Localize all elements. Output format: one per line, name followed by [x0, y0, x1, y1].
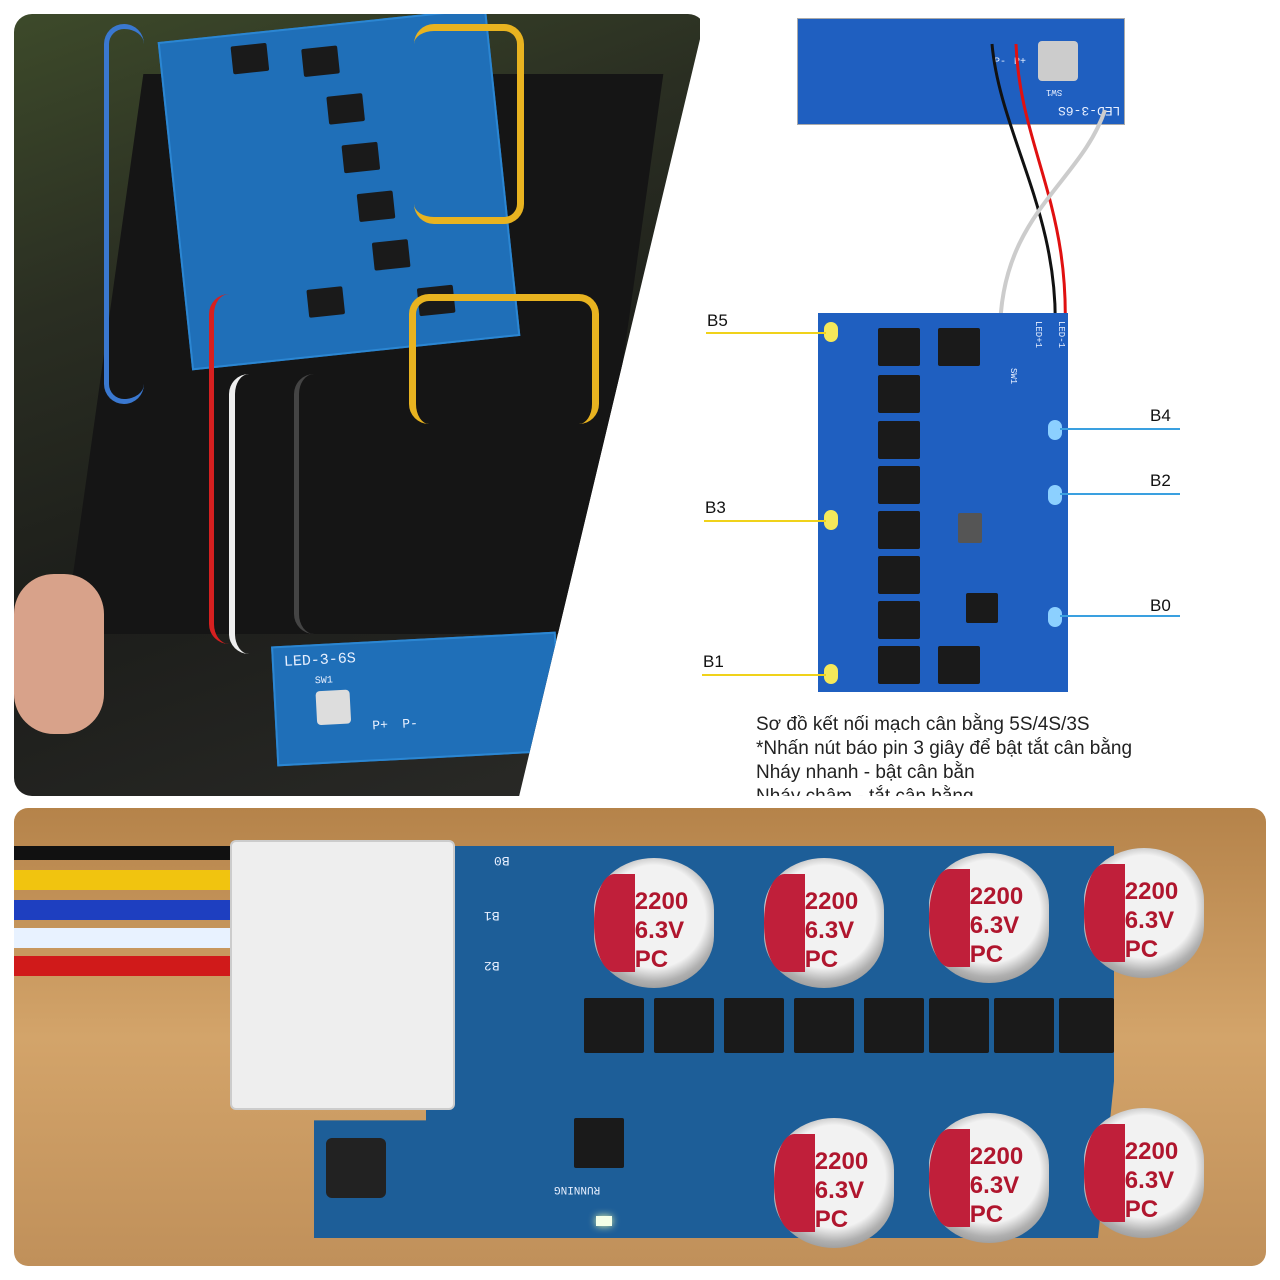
pin-label: B2 [484, 958, 500, 973]
diagram-led-board: SW1 LED-3-6S P- P+ [797, 18, 1125, 125]
pad-label: P- [994, 57, 1007, 68]
yellow-wire [414, 24, 524, 224]
pad-label: P- [401, 715, 419, 732]
pad-label: LED+1 [1033, 321, 1043, 349]
pad-label: P+ [1014, 57, 1027, 68]
yellow-wire [409, 294, 599, 424]
diagram-notes: Sơ đồ kết nối mạch cân bằng 5S/4S/3S *Nh… [700, 700, 1266, 796]
finger [14, 574, 104, 734]
label-b3: B3 [705, 498, 726, 517]
blue-wire [104, 24, 144, 404]
label-b4: B4 [1150, 406, 1171, 425]
running-led [596, 1216, 612, 1226]
pin-label: B0 [494, 853, 510, 868]
black-wire [294, 374, 354, 634]
diagram-main-board: LED+1 LED-1 SW1 [818, 313, 1068, 692]
running-label: RUNNING [554, 1183, 601, 1195]
photo-installed-balancer: LED-3-6S SW1 P+ P- [14, 14, 706, 796]
led-indicator-board: LED-3-6S SW1 P+ P- [271, 631, 562, 767]
pad-label: P+ [371, 717, 389, 734]
board-label: LED-3-6S [283, 650, 357, 671]
pin-label: B1 [484, 908, 500, 923]
button-label: SW1 [314, 675, 334, 688]
note-line: Sơ đồ kết nối mạch cân bằng 5S/4S/3S [756, 714, 1090, 735]
wiring-diagram: SW1 LED-3-6S P- P+ LED+1 LED-1 SW1 B5 B3… [700, 14, 1266, 796]
push-button [326, 1138, 386, 1198]
pad-label: LED-1 [1056, 321, 1066, 349]
pad-label: SW1 [1008, 368, 1018, 385]
connector [230, 840, 455, 1110]
button-sw1 [1038, 41, 1078, 81]
label-b5: B5 [707, 311, 728, 330]
label-b1: B1 [703, 652, 724, 671]
label-b0: B0 [1150, 596, 1171, 615]
white-wire [229, 374, 289, 654]
note-line: Nháy chậm - tắt cân bằng [756, 786, 974, 796]
note-line: *Nhấn nút báo pin 3 giây để bật tắt cân … [756, 738, 1133, 759]
button-sw1 [315, 689, 352, 726]
label-b2: B2 [1150, 471, 1171, 490]
red-wire [209, 294, 269, 644]
note-line: Nháy nhanh - bật cân bằn [756, 762, 975, 783]
